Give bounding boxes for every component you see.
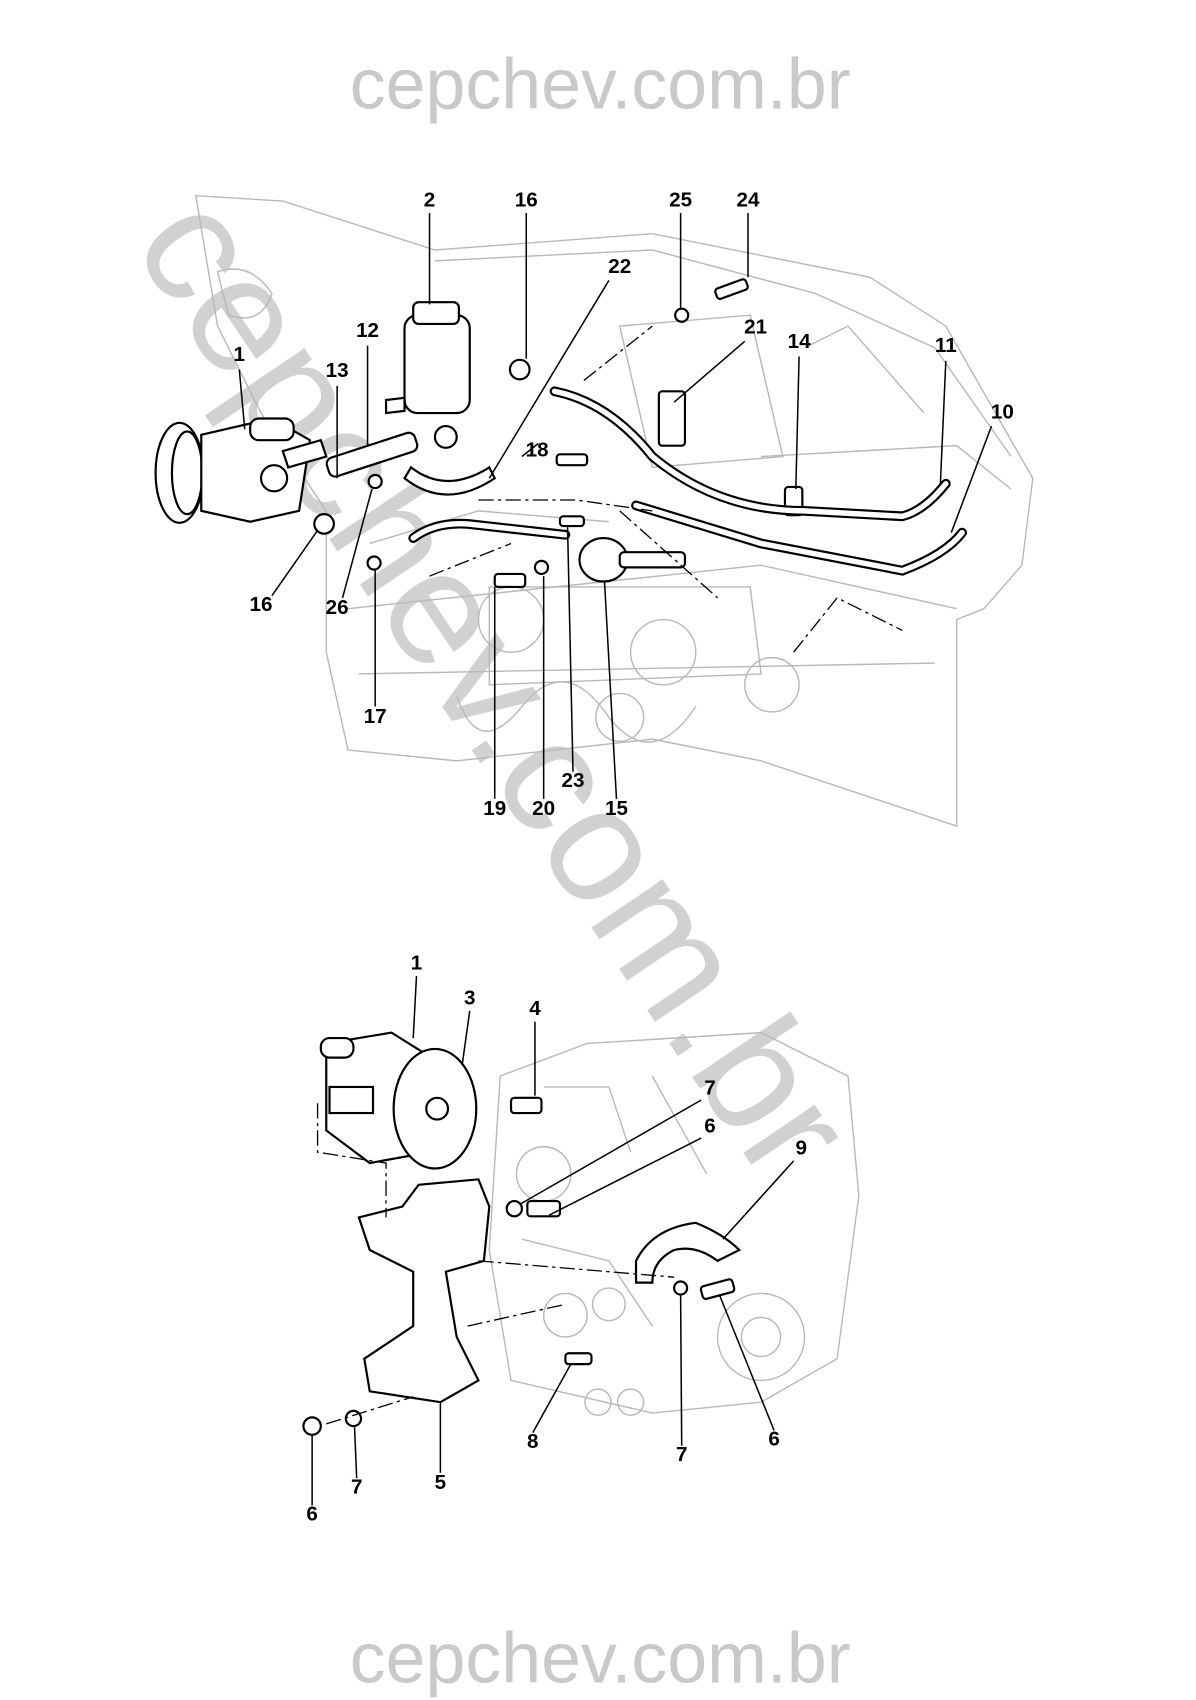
top-callouts: 1 2 16 25 24 22 12 13 21 14 11 10 18 16 … — [234, 189, 1014, 821]
washer — [366, 555, 382, 571]
callout-9: 9 — [796, 1136, 807, 1159]
bolt — [699, 1278, 736, 1301]
callout-1: 1 — [411, 952, 422, 975]
stud — [564, 1352, 593, 1366]
return-hose — [549, 386, 951, 522]
top-diagram-steering-hydraulics: 1 2 16 25 24 22 12 13 21 14 11 10 18 16 … — [154, 189, 1034, 828]
callout-16: 16 — [515, 189, 538, 212]
callout-6c: 6 — [306, 1503, 317, 1526]
clamp — [433, 425, 458, 449]
callout-8: 8 — [527, 1430, 538, 1453]
callout-25: 25 — [669, 189, 692, 212]
callout-7: 7 — [704, 1077, 715, 1100]
bottom-diagram-pump-mounting: 1 3 4 7 6 9 8 7 6 5 7 6 — [302, 952, 860, 1526]
callout-20: 20 — [532, 797, 555, 820]
callout-3: 3 — [464, 986, 475, 1009]
power-steering-pump — [319, 1031, 478, 1170]
callout-14: 14 — [788, 330, 811, 353]
washer — [674, 307, 690, 323]
hose-clamp — [403, 465, 497, 496]
nut — [313, 513, 335, 535]
callout-21: 21 — [744, 316, 767, 339]
callout-7b: 7 — [676, 1443, 687, 1466]
bolt — [509, 1096, 543, 1115]
bolt — [714, 278, 749, 300]
bolt — [526, 1200, 562, 1218]
fluid-reservoir — [384, 301, 471, 415]
washer — [673, 1280, 689, 1296]
callout-15: 15 — [605, 797, 628, 820]
washer — [533, 559, 550, 575]
callout-5: 5 — [435, 1471, 446, 1494]
bolt — [493, 572, 527, 589]
callout-1: 1 — [234, 343, 245, 366]
callout-4: 4 — [529, 997, 541, 1020]
callout-2: 2 — [424, 189, 435, 212]
callout-12: 12 — [356, 319, 379, 342]
callout-7c: 7 — [351, 1475, 362, 1498]
bolt-head — [302, 1416, 322, 1436]
power-steering-pump — [154, 417, 328, 524]
callout-26: 26 — [326, 596, 349, 619]
bracket — [657, 390, 687, 447]
callout-6: 6 — [704, 1115, 715, 1138]
belt-guard — [634, 1221, 742, 1284]
callout-24: 24 — [737, 189, 760, 212]
callout-13: 13 — [326, 359, 349, 382]
callout-17: 17 — [364, 705, 387, 728]
callout-22: 22 — [608, 255, 631, 278]
bottom-callouts: 1 3 4 7 6 9 8 7 6 5 7 6 — [306, 952, 807, 1526]
callout-16b: 16 — [250, 593, 273, 616]
clamp — [508, 358, 531, 381]
callout-6b: 6 — [768, 1428, 779, 1451]
watermark-bottom: cepchev.com.br — [350, 1619, 851, 1699]
bolt — [558, 515, 585, 528]
hose-segment — [325, 431, 419, 478]
callout-23: 23 — [562, 769, 585, 792]
bolt — [555, 453, 589, 467]
callout-11: 11 — [935, 334, 957, 357]
callout-19: 19 — [483, 797, 506, 820]
nut — [367, 473, 383, 490]
watermark-top: cepchev.com.br — [350, 45, 851, 125]
callout-18: 18 — [526, 439, 549, 462]
washer — [505, 1200, 523, 1218]
mounting-bracket — [357, 1178, 491, 1404]
callout-10: 10 — [991, 400, 1014, 423]
pressure-switch — [578, 536, 687, 583]
